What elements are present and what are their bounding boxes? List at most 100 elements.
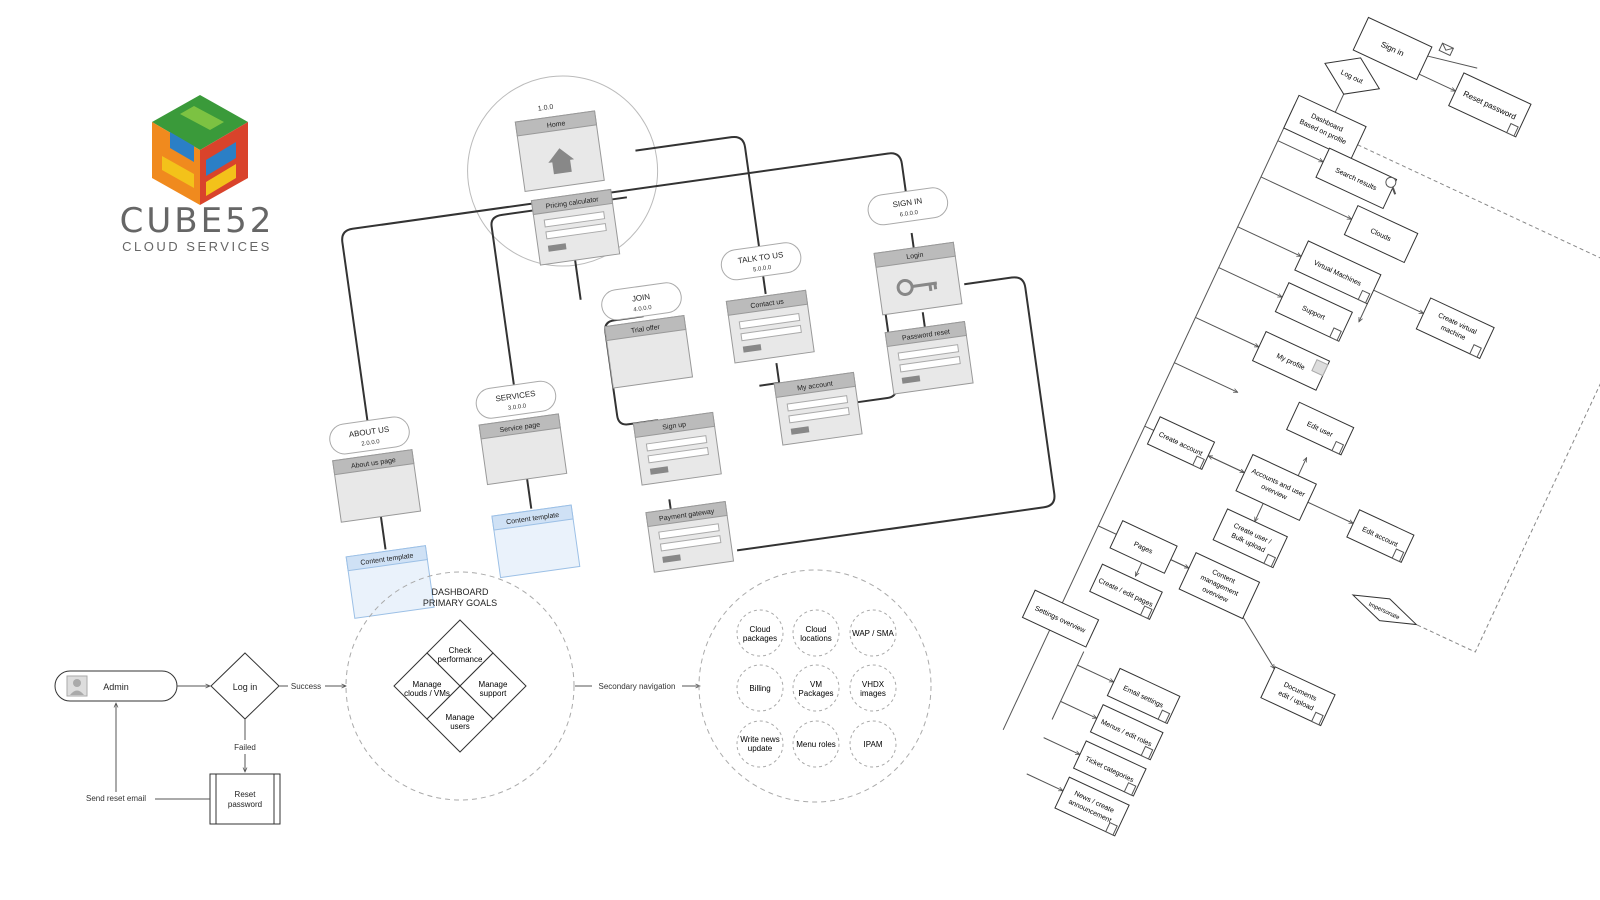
join-version: 4.0.0.0 xyxy=(633,305,653,314)
goal-diamonds: Check performance Manage clouds / VMs Ma… xyxy=(393,619,527,753)
failed-label: Failed xyxy=(234,743,256,752)
logo-name: CUBE52 xyxy=(120,201,275,241)
appmap-impersonate[interactable]: Impersonate xyxy=(1348,584,1422,635)
secondary-ipam-label: IPAM xyxy=(864,740,883,749)
reset-password-process[interactable]: Reset password xyxy=(209,773,281,825)
secondary-cloud-locations[interactable] xyxy=(792,609,840,657)
appmap-content-management[interactable]: Content management overview xyxy=(1178,552,1261,620)
goal-check-performance-label-1: Check xyxy=(449,646,473,655)
appmap-create-pages[interactable]: Create / edit pages xyxy=(1089,563,1163,620)
appmap-edit-account[interactable]: Edit account xyxy=(1346,509,1415,563)
services-version: 3.0.0.0 xyxy=(508,403,528,412)
sitemap-diagram: 1.0.0 Home Pricing calculator ABOUT US 2… xyxy=(328,75,1056,619)
appmap-reset-password[interactable]: Reset password xyxy=(1448,72,1532,138)
goal-manage-users-label-2: users xyxy=(450,722,470,731)
about-content-template-box[interactable]: Content template xyxy=(345,545,435,619)
document-icon xyxy=(1139,605,1153,620)
document-icon xyxy=(1310,711,1324,726)
svg-text:Cloud: Cloud xyxy=(750,625,771,634)
logo-tagline: CLOUD SERVICES xyxy=(122,239,272,254)
send-reset-email-label: Send reset email xyxy=(86,794,146,803)
appmap-support[interactable]: Support xyxy=(1274,281,1354,342)
secondary-billing[interactable] xyxy=(736,664,784,712)
services-section[interactable]: SERVICES 3.0.0.0 xyxy=(474,379,557,420)
svg-text:packages: packages xyxy=(743,634,777,643)
dashboard-title-1: DASHBOARD xyxy=(431,587,489,597)
envelope-icon xyxy=(1438,42,1455,57)
about-us-page-box[interactable]: About us page xyxy=(332,449,422,523)
document-icon xyxy=(1157,709,1171,724)
password-reset-box[interactable]: Password reset xyxy=(884,320,974,395)
pricing-calculator-box[interactable]: Pricing calculator xyxy=(530,188,621,266)
secondary-write-news[interactable] xyxy=(736,720,784,768)
login-box[interactable]: Login xyxy=(873,241,963,316)
payment-gateway-box[interactable]: Payment gateway xyxy=(645,501,735,573)
appmap-clouds[interactable]: Clouds xyxy=(1343,204,1419,264)
connector-account xyxy=(759,362,781,387)
secondary-menu-roles[interactable] xyxy=(792,720,840,768)
document-icon xyxy=(1329,327,1342,342)
connector-login-reset xyxy=(921,312,926,328)
document-icon xyxy=(1123,782,1137,796)
appmap-sign-in[interactable]: Sign in xyxy=(1352,16,1433,81)
secondary-navigation-label: Secondary navigation xyxy=(599,682,676,691)
appmap-create-vm[interactable]: Create virtual machine xyxy=(1415,297,1495,360)
login-title: Login xyxy=(906,252,924,261)
sign-up-title: Sign up xyxy=(662,421,687,431)
connector-services-child xyxy=(525,473,533,509)
appmap-log-out[interactable]: Log out xyxy=(1317,45,1388,107)
svg-text:images: images xyxy=(860,689,886,698)
talk-to-us-version: 5.0.0.0 xyxy=(753,265,773,274)
contact-us-box[interactable]: Contact us xyxy=(725,289,815,364)
appmap-create-account[interactable]: Create account xyxy=(1146,416,1216,471)
svg-text:update: update xyxy=(748,744,773,753)
home-version: 1.0.0 xyxy=(537,104,553,113)
connector-talk xyxy=(635,135,761,250)
document-icon xyxy=(1357,289,1371,304)
cube-logo-icon xyxy=(152,95,248,205)
secondary-ipam[interactable] xyxy=(849,720,897,768)
admin-node[interactable]: Admin xyxy=(54,670,178,702)
secondary-wap-sma[interactable] xyxy=(849,609,897,657)
app-map-spine xyxy=(1002,104,1296,730)
connector-bottom-frame xyxy=(736,276,1056,552)
magnifier-icon xyxy=(1385,176,1397,195)
about-us-section[interactable]: ABOUT US 2.0.0.0 xyxy=(328,415,411,456)
reset-password-label-1: Reset xyxy=(235,790,257,799)
connector-home-join xyxy=(574,259,582,300)
sign-up-box[interactable]: Sign up xyxy=(632,411,722,486)
sign-in-version: 6.0.0.0 xyxy=(899,210,919,219)
talk-to-us-section[interactable]: TALK TO US 5.0.0.0 xyxy=(719,241,802,282)
appmap-accounts-overview[interactable]: Accounts and user overview xyxy=(1235,453,1317,522)
appmap-documents[interactable]: Documents edit / upload xyxy=(1260,666,1336,727)
secondary-vhdx-images[interactable] xyxy=(849,664,897,712)
appmap-search-results[interactable]: Search results xyxy=(1315,147,1401,210)
secondary-navigation-circle xyxy=(698,569,932,803)
appmap-dashboard[interactable]: Dashboard Based on profile xyxy=(1283,94,1367,160)
key-icon xyxy=(896,278,938,296)
document-icon xyxy=(1192,455,1205,470)
appmap-edit-user[interactable]: Edit user xyxy=(1285,401,1355,456)
join-section[interactable]: JOIN 4.0.0.0 xyxy=(600,281,683,322)
secondary-vm-packages[interactable] xyxy=(792,664,840,712)
secondary-cloud-packages[interactable] xyxy=(736,609,784,657)
service-page-box[interactable]: Service page xyxy=(478,413,568,486)
document-icon xyxy=(1391,548,1405,563)
svg-text:VHDX: VHDX xyxy=(862,680,885,689)
appmap-create-user[interactable]: Create user / Bulk upload xyxy=(1212,508,1289,569)
appmap-settings-overview[interactable]: Settings overview xyxy=(1021,589,1100,648)
contact-us-title: Contact us xyxy=(750,298,785,310)
appmap-news[interactable]: News / create announcement xyxy=(1054,776,1130,837)
sign-in-section[interactable]: SIGN IN 6.0.0.0 xyxy=(866,186,949,227)
trial-offer-box[interactable]: Trial offer xyxy=(604,314,694,389)
services-content-template-box[interactable]: Content template xyxy=(491,504,581,579)
home-page-box[interactable]: Home xyxy=(514,110,605,192)
appmap-my-profile[interactable]: My profile xyxy=(1251,330,1331,391)
appmap-pages[interactable]: Pages xyxy=(1109,520,1178,574)
appmap-email-settings[interactable]: Email settings xyxy=(1106,667,1181,725)
svg-text:locations: locations xyxy=(800,634,832,643)
goal-manage-users[interactable] xyxy=(426,685,494,753)
appmap-ticket-categories[interactable]: Ticket categories xyxy=(1072,740,1147,797)
my-account-box[interactable]: My account xyxy=(773,371,863,446)
login-decision[interactable]: Log in xyxy=(210,652,280,720)
